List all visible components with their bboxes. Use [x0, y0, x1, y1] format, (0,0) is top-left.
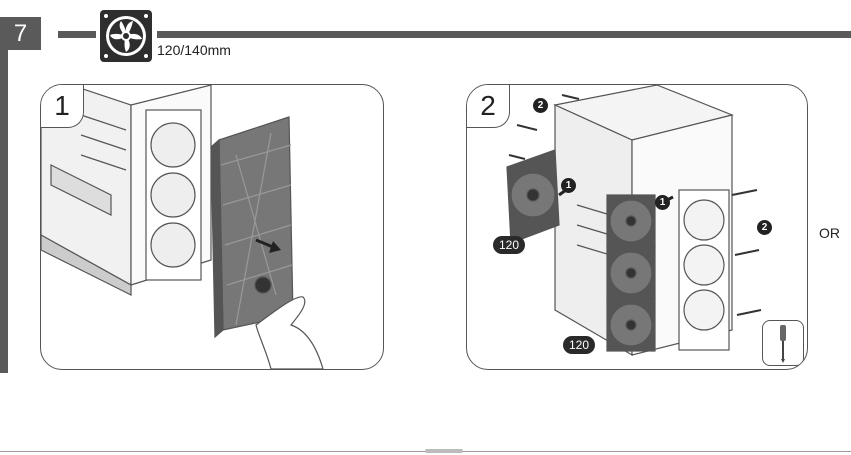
screwdriver-icon: [762, 320, 804, 366]
illustration-panel-1: 1: [40, 84, 384, 370]
fan-installation-illustration: [467, 85, 807, 369]
fan-size-tag: 120: [493, 236, 525, 254]
fan-size-tag: 120: [563, 336, 595, 354]
header-rule-left: [58, 31, 96, 38]
step-number-badge: 7: [0, 17, 41, 50]
front-panel-removal-illustration: [41, 85, 383, 369]
page-bottom-tab: [425, 449, 463, 453]
callout-marker: 2: [533, 98, 548, 113]
fan-size-label: 120/140mm: [157, 42, 231, 58]
header-rule-right: [157, 31, 851, 38]
left-accent-bar: [0, 50, 8, 373]
case-fan-icon: [100, 10, 152, 62]
callout-marker: 1: [655, 195, 670, 210]
callout-marker: 2: [757, 220, 772, 235]
panel-number-2: 2: [467, 85, 510, 128]
illustration-panel-2: 2: [466, 84, 808, 370]
callout-marker: 1: [561, 178, 576, 193]
or-label: OR: [819, 225, 840, 241]
panel-number-1: 1: [41, 85, 84, 128]
